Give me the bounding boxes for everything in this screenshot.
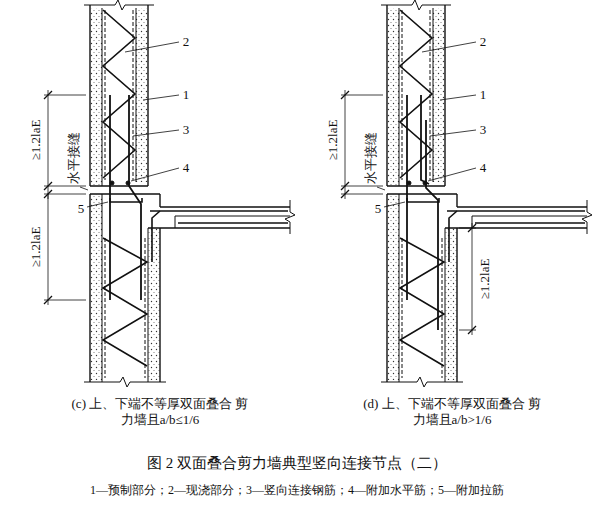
- figure-title: 图 2 双面叠合剪力墙典型竖向连接节点（二）: [147, 454, 447, 472]
- callout-number: 1: [480, 87, 487, 103]
- callout-number: 5: [77, 201, 86, 217]
- callout-number: 2: [183, 34, 190, 50]
- dimension-label: ≥1.2laE: [28, 227, 44, 268]
- figure-caption: (d) 上、下端不等厚双面叠合 剪力墙且a/b>1/6: [359, 396, 545, 427]
- callout-number: 4: [183, 160, 190, 176]
- figure-caption: (c) 上、下端不等厚双面叠合 剪力墙且a/b≤1/6: [67, 396, 253, 427]
- callout-number: 1: [183, 87, 190, 103]
- wall-joint-d: [341, 0, 592, 387]
- callout-number: 3: [183, 122, 190, 138]
- callout-number: 5: [374, 201, 383, 217]
- dimension-label: ≥1.2laE: [325, 120, 341, 161]
- dimension-label: ≥1.2laE: [28, 120, 44, 161]
- dimension-label: ≥1.2laE: [477, 259, 493, 300]
- callout-number: 4: [480, 160, 487, 176]
- legend-caption: 1—预制部分；2—现浇部分；3—竖向连接钢筋；4—附加水平筋；5—附加拉筋: [90, 483, 504, 497]
- wall-joint-c: [44, 0, 295, 387]
- callout-number: 2: [480, 34, 487, 50]
- joint-label: 水平接缝: [363, 131, 379, 185]
- rebars-d: [407, 95, 476, 335]
- rebars-c: [44, 95, 141, 305]
- joint-label: 水平接缝: [66, 131, 82, 185]
- callout-number: 3: [480, 122, 487, 138]
